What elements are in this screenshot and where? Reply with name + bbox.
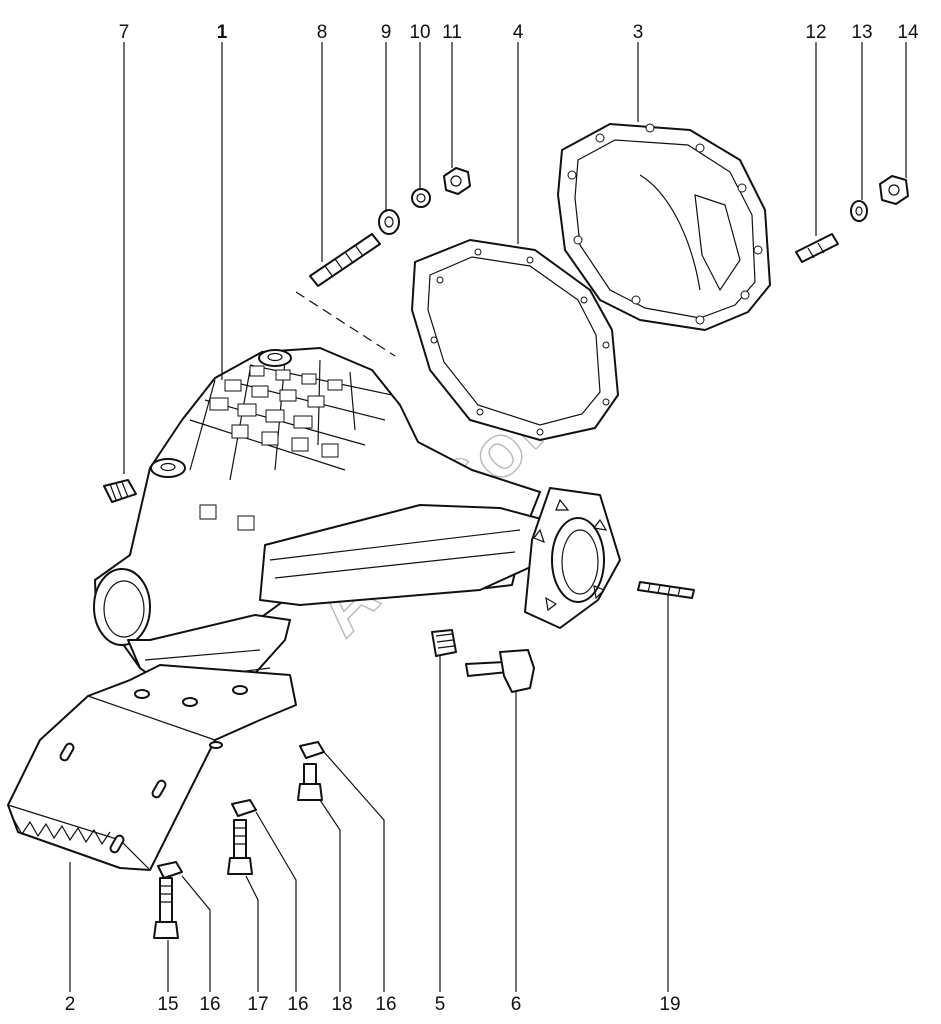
- callout-16-b: 16: [287, 994, 308, 1015]
- cover-gasket: [411, 239, 619, 441]
- callout-9: 9: [381, 22, 392, 43]
- callout-16-a: 16: [199, 994, 220, 1015]
- callout-12: 12: [805, 22, 826, 43]
- bolt-18: [297, 763, 323, 801]
- lock-plate-c: [299, 741, 325, 759]
- callout-18: 18: [331, 994, 352, 1015]
- callout-7: 7: [119, 22, 130, 43]
- callout-4: 4: [513, 22, 524, 43]
- callout-15: 15: [157, 994, 178, 1015]
- nut-14: [879, 175, 909, 205]
- stud-19: [637, 581, 695, 599]
- callout-8: 8: [317, 22, 328, 43]
- stud-12: [795, 233, 839, 263]
- drain-plug: [103, 479, 137, 503]
- callout-5: 5: [435, 994, 446, 1015]
- filler-plug: [431, 629, 457, 657]
- lock-plate-a: [157, 861, 183, 879]
- assembly-line: [295, 291, 396, 357]
- callout-19: 19: [659, 994, 680, 1015]
- bolt-15: [153, 877, 179, 939]
- callout-17: 17: [247, 994, 268, 1015]
- callout-13: 13: [851, 22, 872, 43]
- callout-16-c: 16: [375, 994, 396, 1015]
- breather-fitting: [465, 649, 535, 693]
- callout-3: 3: [633, 22, 644, 43]
- leader-lines: [69, 42, 907, 992]
- washer-9: [378, 209, 400, 235]
- callout-numbers: 7 1 8 9 10 11 4 3 12 13 14 2 15 16 17 16…: [65, 22, 919, 1015]
- callout-10: 10: [409, 22, 430, 43]
- spring-washer-10: [411, 188, 431, 208]
- bolt-17: [227, 819, 253, 875]
- callout-11: 11: [442, 22, 462, 43]
- nut-11: [443, 167, 471, 195]
- washer-13: [850, 200, 868, 222]
- mounting-bracket: [7, 664, 297, 871]
- callout-2: 2: [65, 994, 76, 1015]
- stud-upper: [309, 233, 381, 287]
- callout-6: 6: [511, 994, 522, 1015]
- callout-14: 14: [897, 22, 919, 43]
- rear-cover: [557, 123, 771, 331]
- lock-plate-b: [231, 799, 257, 817]
- callout-1: 1: [217, 22, 228, 43]
